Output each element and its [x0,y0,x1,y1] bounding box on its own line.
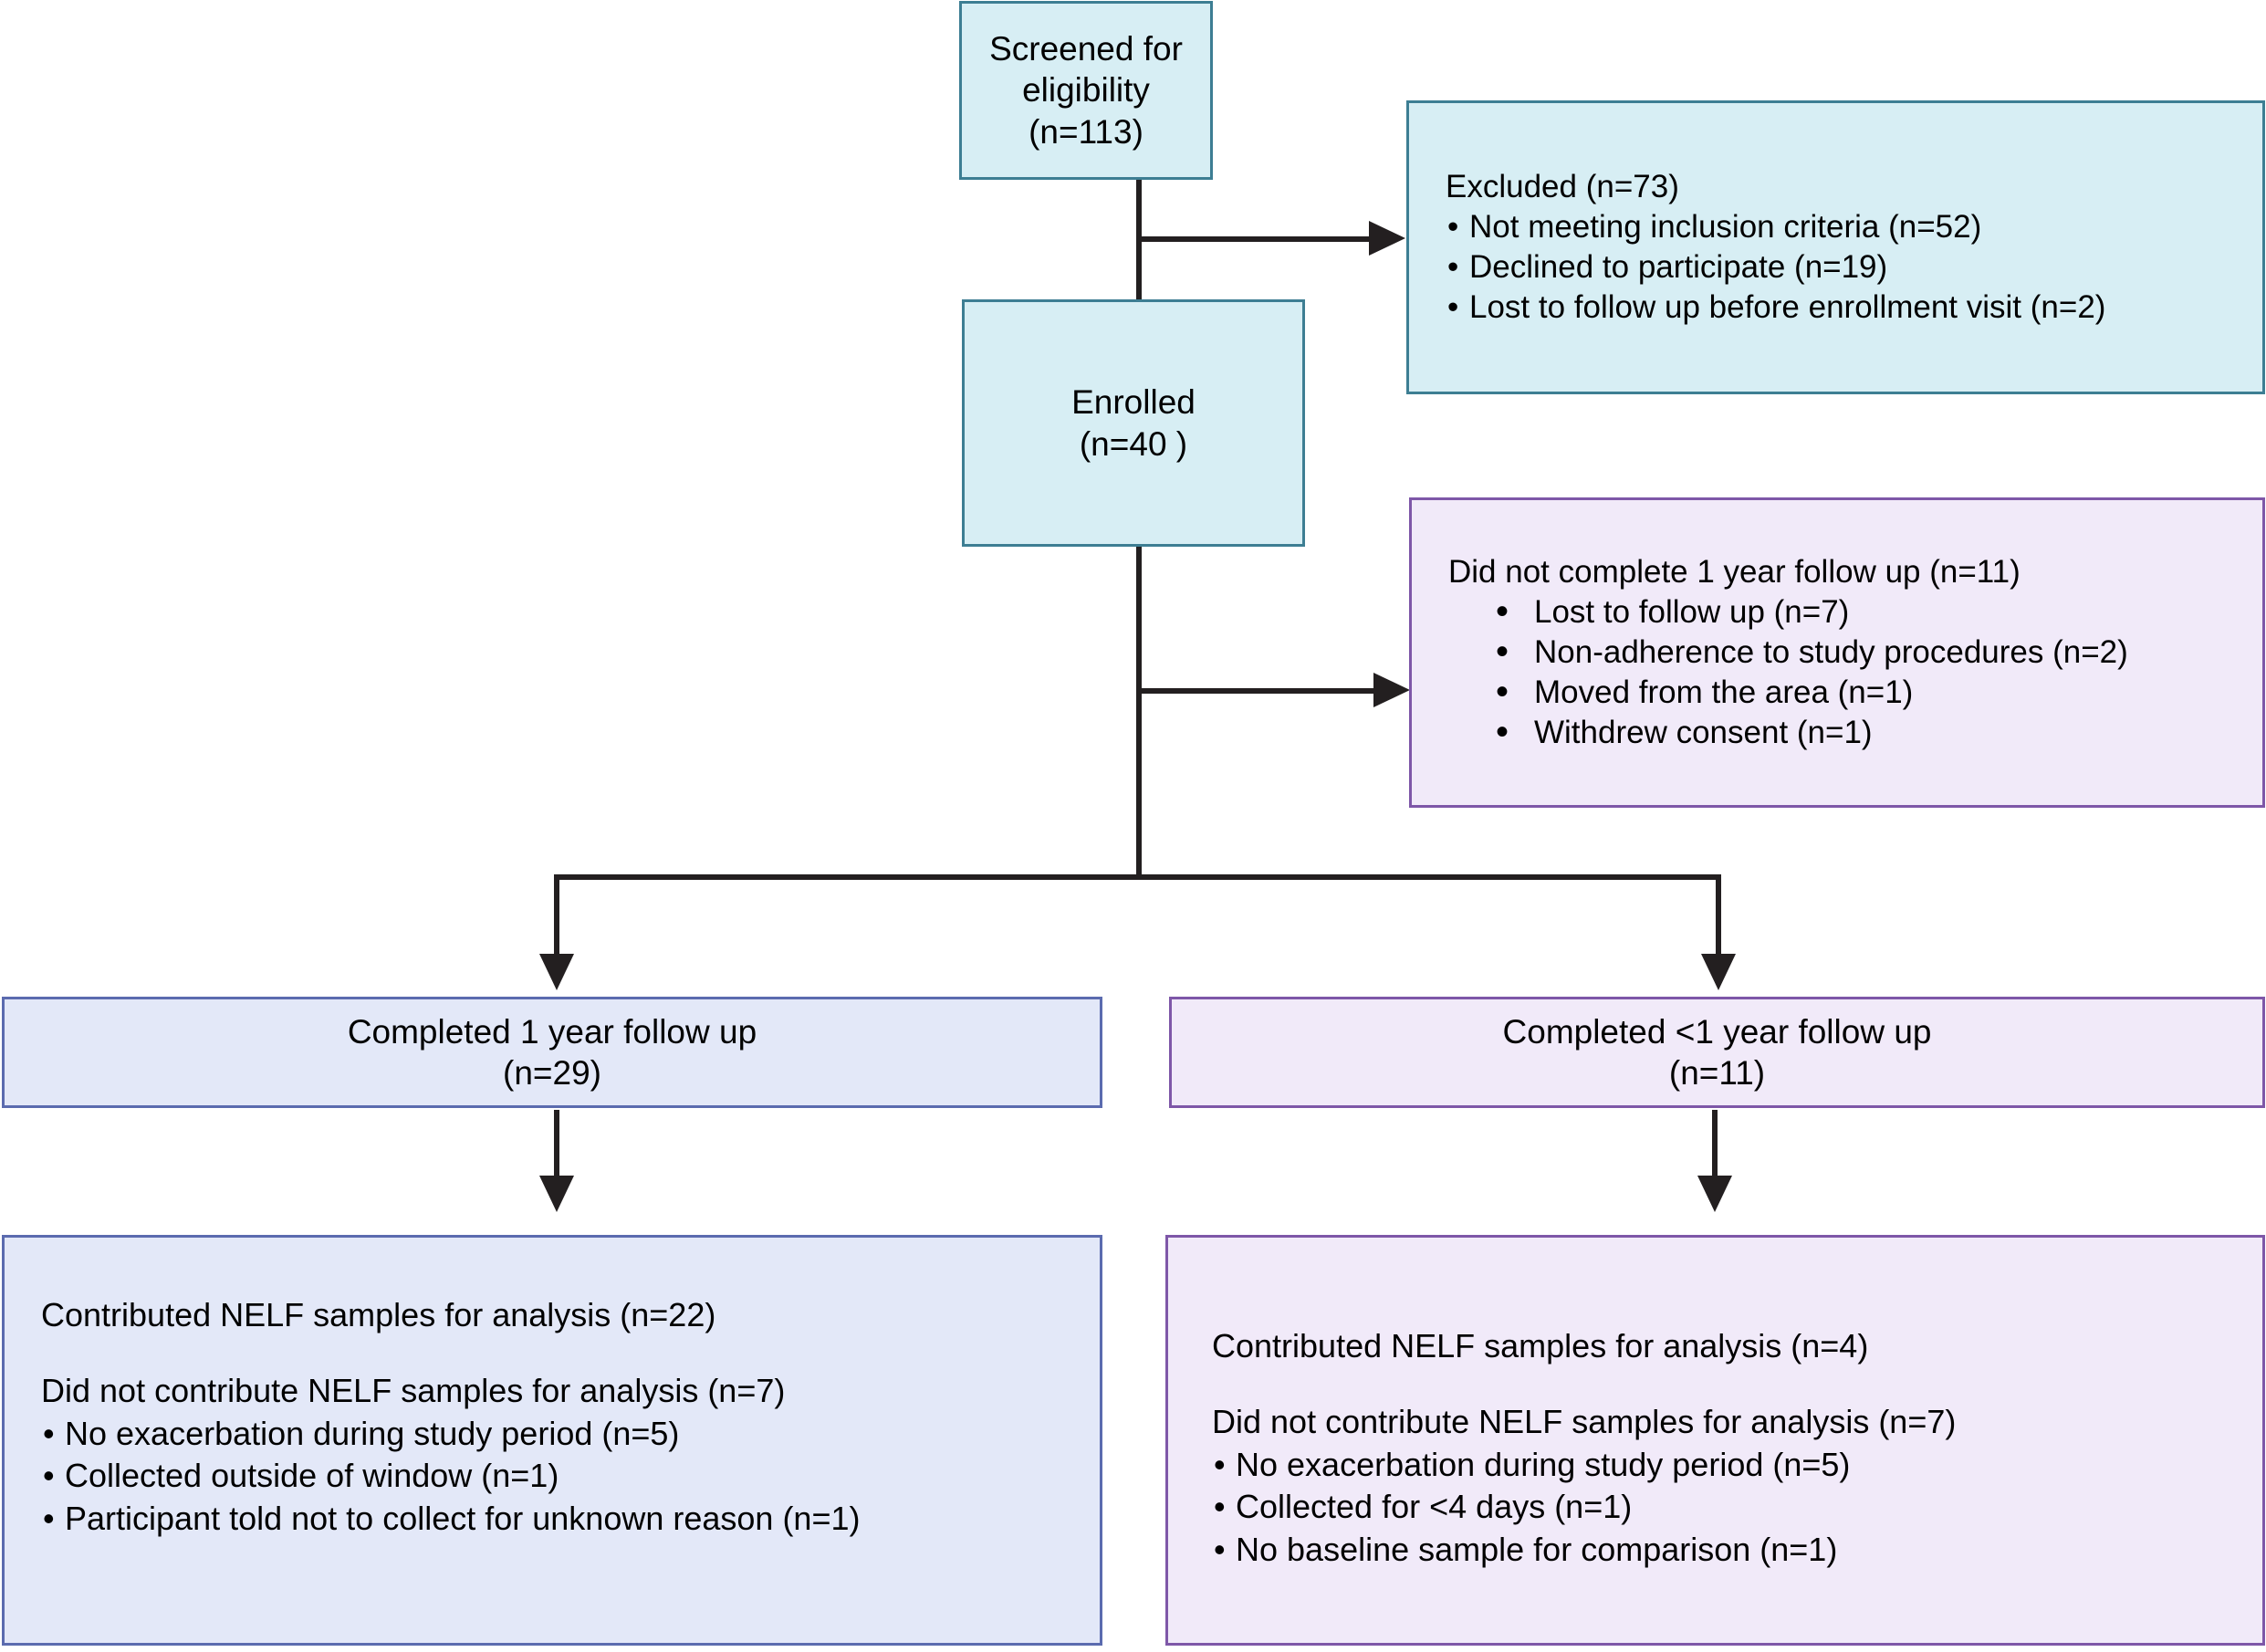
completed-lt1yr-line-2: (n=11) [1668,1054,1766,1092]
list-item: Lost to follow up before enrollment visi… [1446,288,2242,328]
list-item: Not meeting inclusion criteria (n=52) [1446,207,2242,247]
screened-line-2: eligibility [1022,71,1150,110]
excluded-reason-list: Not meeting inclusion criteria (n=52) De… [1446,207,2242,328]
not-completed-heading: Did not complete 1 year follow up (n=11) [1448,553,2021,590]
node-screened-for-eligibility[interactable]: Screened for eligibility (n=113) [959,1,1213,180]
node-completed-lt-1yr[interactable]: Completed <1 year follow up (n=11) [1169,997,2265,1108]
screened-line-1: Screened for [989,30,1183,68]
samples-left-contributed: Contributed NELF samples for analysis (n… [41,1296,716,1333]
excluded-heading: Excluded (n=73) [1446,168,1679,204]
spacer [1212,1368,2242,1401]
arrow-to-completed-1yr-icon [539,954,574,990]
connector-split-left-arm [554,874,559,957]
node-did-not-complete-1yr[interactable]: Did not complete 1 year follow up (n=11)… [1409,497,2265,808]
connector-split-bar [554,874,1721,880]
connector-to-excluded-line [1136,236,1373,242]
node-samples-completed-lt-1yr[interactable]: Contributed NELF samples for analysis (n… [1165,1235,2265,1646]
list-item: Lost to follow up (n=7) [1496,591,2242,633]
node-samples-completed-1yr[interactable]: Contributed NELF samples for analysis (n… [2,1235,1102,1646]
list-item: Declined to participate (n=19) [1446,247,2242,288]
node-completed-1yr[interactable]: Completed 1 year follow up (n=29) [2,997,1102,1108]
arrow-to-not-completed-icon [1373,673,1410,707]
samples-right-not-contributed-heading: Did not contribute NELF samples for anal… [1212,1402,1957,1440]
connector-right-row3-row4 [1712,1110,1718,1179]
connector-to-not-completed-line [1136,688,1378,694]
connector-split-right-arm [1716,874,1721,957]
screened-line-3: (n=113) [1029,112,1143,151]
samples-left-not-contributed-heading: Did not contribute NELF samples for anal… [41,1371,786,1409]
completed-1yr-line-1: Completed 1 year follow up [347,1012,757,1051]
arrow-to-excluded-icon [1369,221,1405,256]
spacer [41,1337,1080,1370]
list-item: Collected for <4 days (n=1) [1212,1486,2242,1529]
list-item: Moved from the area (n=1) [1496,671,2242,713]
list-item: Participant told not to collect for unkn… [41,1498,1080,1541]
samples-left-reason-list: No exacerbation during study period (n=5… [41,1413,1080,1541]
samples-right-contributed: Contributed NELF samples for analysis (n… [1212,1327,1869,1364]
list-item: Collected outside of window (n=1) [41,1455,1080,1498]
enrolled-line-1: Enrolled [1071,383,1196,422]
enrolled-line-2: (n=40 ) [1079,424,1188,463]
arrow-right-samples-icon [1697,1176,1732,1212]
node-enrolled[interactable]: Enrolled (n=40 ) [962,299,1305,547]
list-item: No baseline sample for comparison (n=1) [1212,1529,2242,1572]
completed-1yr-line-2: (n=29) [503,1054,601,1092]
samples-right-reason-list: No exacerbation during study period (n=5… [1212,1444,2242,1572]
not-completed-reason-list: Lost to follow up (n=7) Non-adherence to… [1448,591,2242,753]
arrow-to-completed-lt1yr-icon [1701,954,1736,990]
connector-enrolled-down [1136,547,1142,877]
arrow-left-samples-icon [539,1176,574,1212]
connector-left-row3-row4 [554,1110,559,1179]
node-excluded[interactable]: Excluded (n=73) Not meeting inclusion cr… [1406,100,2265,394]
completed-lt1yr-line-1: Completed <1 year follow up [1502,1012,1932,1051]
list-item: No exacerbation during study period (n=5… [41,1413,1080,1456]
list-item: Withdrew consent (n=1) [1496,711,2242,753]
list-item: No exacerbation during study period (n=5… [1212,1444,2242,1487]
list-item: Non-adherence to study procedures (n=2) [1496,631,2242,673]
